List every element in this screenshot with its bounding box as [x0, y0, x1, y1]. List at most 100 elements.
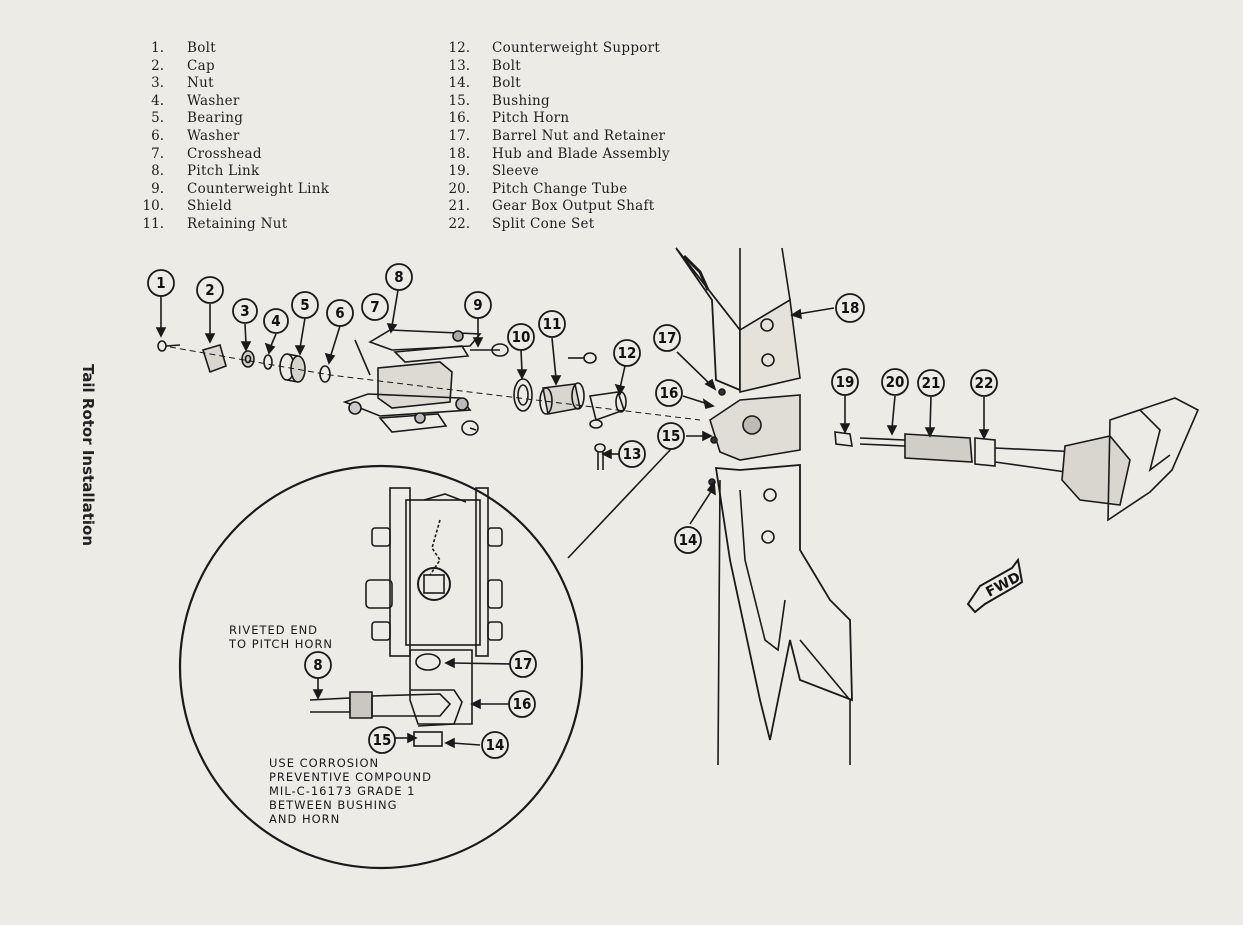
part-number: 1.	[151, 40, 164, 56]
gearbox-shaft-assembly	[834, 397, 1200, 522]
parts-list-item-row: 2. Cap	[128, 58, 329, 76]
parts-list-item-row: 9. Counterweight Link	[128, 181, 329, 199]
callout-8: 8	[385, 263, 413, 291]
callout-21: 21	[917, 369, 945, 397]
detail-callout-16: 16	[508, 690, 536, 718]
svg-text:11: 11	[543, 315, 562, 333]
part-name: Bolt	[187, 40, 216, 56]
part-name: Bolt	[492, 57, 521, 74]
parts-list-item-row: 3. Nut	[128, 75, 329, 93]
callout-5: 5	[291, 291, 319, 319]
part-name: Bearing	[187, 110, 244, 127]
part-number: 16.	[448, 110, 470, 127]
part-number: 11.	[142, 215, 164, 232]
svg-text:15: 15	[373, 731, 392, 749]
svg-text:14: 14	[486, 736, 505, 754]
detail-leader-line	[567, 447, 673, 559]
callout-22: 22	[970, 369, 998, 397]
washer-part-2	[319, 365, 331, 383]
parts-list-item-row: 1. Bolt	[128, 40, 329, 58]
part-name: Split Cone Set	[492, 215, 595, 232]
callout-4: 4	[263, 308, 289, 334]
shield-part	[513, 378, 533, 412]
part-name: Nut	[187, 75, 214, 92]
detail-callout-14: 14	[481, 731, 509, 759]
parts-list-item-row: 10.Shield	[128, 198, 329, 216]
svg-text:8: 8	[394, 268, 403, 286]
parts-list-item-row: 13.Bolt	[434, 58, 670, 76]
callout-17: 17	[653, 324, 681, 352]
svg-text:4: 4	[271, 312, 280, 330]
parts-list-item-row: 7. Crosshead	[128, 146, 329, 164]
callout-20: 20	[881, 368, 909, 396]
callout-13: 13	[618, 440, 646, 468]
bearing-part	[279, 353, 306, 383]
callout-1: 1	[147, 269, 175, 297]
washer-part	[263, 354, 273, 370]
svg-text:19: 19	[836, 373, 855, 391]
parts-list-item-row: 16.Pitch Horn	[434, 110, 670, 128]
part-number: 22.	[448, 215, 470, 232]
callout-markers: 1 2 3 4 5 6 7 8 9 10 11 12 13 14 15 16 1…	[147, 263, 998, 759]
parts-list-item-row: 19.Sleeve	[434, 163, 670, 181]
retaining-nut-part	[539, 382, 585, 415]
fwd-arrow	[966, 557, 1024, 614]
part-name: Retaining Nut	[187, 215, 288, 232]
corrosion-compound-note: USE CORROSION PREVENTIVE COMPOUND MIL-C-…	[269, 756, 432, 826]
parts-list-item-row: 22. Split Cone Set	[434, 216, 670, 234]
parts-list-item-row: 18. Hub and Blade Assembly	[434, 146, 670, 164]
parts-list-item-row: 4. Washer	[128, 93, 329, 111]
detail-leader-arrows	[155, 289, 990, 749]
callout-16: 16	[655, 379, 683, 407]
bolt-13-part	[594, 443, 606, 470]
callout-12: 12	[613, 339, 641, 367]
hub-and-blade-assembly	[675, 247, 853, 766]
part-number: 9.	[151, 180, 164, 197]
svg-text:3: 3	[240, 302, 249, 320]
svg-text:17: 17	[658, 329, 677, 347]
part-number: 15.	[448, 92, 470, 109]
part-name: Hub and Blade Assembly	[492, 145, 670, 162]
part-number: 18.	[448, 145, 470, 162]
detail-callout-17: 17	[509, 650, 537, 678]
part-name: Cap	[187, 57, 215, 74]
part-number: 2.	[151, 57, 164, 74]
svg-text:16: 16	[660, 384, 679, 402]
part-name: Barrel Nut and Retainer	[492, 127, 666, 144]
part-number: 8.	[151, 163, 164, 180]
parts-list-item-row: 20.Pitch Change Tube	[434, 181, 670, 199]
part-name: Sleeve	[492, 163, 539, 180]
part-number: 10.	[142, 198, 164, 215]
callout-6: 6	[326, 299, 354, 327]
parts-list-item-row: 8. Pitch Link	[128, 163, 329, 181]
crosshead-assembly	[342, 329, 509, 436]
svg-text:8: 8	[313, 656, 322, 674]
part-name: Counterweight Link	[187, 180, 330, 197]
part-number: 20.	[448, 180, 470, 197]
callout-19: 19	[831, 368, 859, 396]
svg-text:9: 9	[473, 296, 482, 314]
svg-text:15: 15	[662, 427, 681, 445]
part-name: Bolt	[492, 75, 521, 92]
bolt-part	[157, 340, 181, 352]
part-name: Washer	[187, 127, 240, 144]
part-name: Crosshead	[187, 145, 262, 162]
riveted-end-note: RIVETED END TO PITCH HORN	[229, 623, 334, 651]
part-number: 4.	[151, 92, 164, 109]
callout-11: 11	[538, 310, 566, 338]
callout-10: 10	[507, 323, 535, 351]
svg-text:1: 1	[156, 274, 165, 292]
callout-2: 2	[196, 276, 224, 304]
detail-pitch-horn-drawing	[309, 487, 503, 747]
part-number: 21.	[448, 198, 470, 215]
nut-part	[241, 350, 255, 368]
part-number: 3.	[151, 75, 164, 92]
parts-list-item-row: 5.Bearing	[128, 110, 329, 128]
part-name: Washer	[187, 92, 240, 109]
svg-text:7: 7	[370, 298, 379, 316]
part-name: Pitch Link	[187, 163, 260, 180]
part-number: 17.	[448, 127, 470, 144]
part-number: 7.	[151, 145, 164, 162]
svg-text:22: 22	[975, 374, 994, 392]
